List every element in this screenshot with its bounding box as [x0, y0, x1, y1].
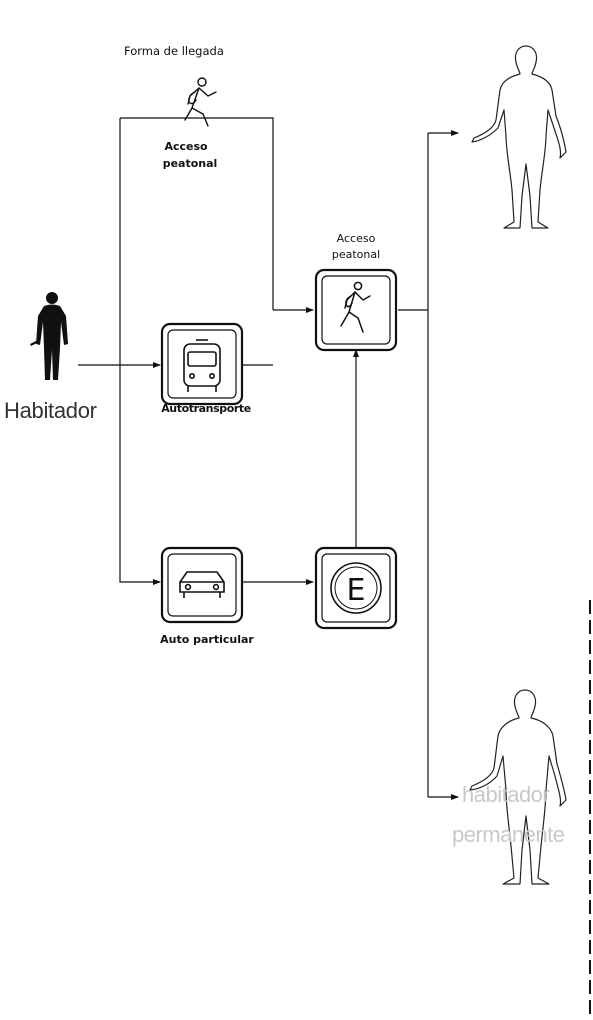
car-label: Auto particular [160, 633, 254, 646]
walking-person-top-icon [184, 77, 217, 127]
upper-destination-figure-icon [471, 45, 567, 229]
diagram-title: Forma de llegada [124, 44, 224, 58]
lower-destination-label-line1: habitador [462, 782, 550, 807]
pedestrian-access-main-label-line2: peatonal [331, 248, 381, 261]
pedestrian-access-top-label-line1: Acceso [164, 140, 208, 153]
parking-node: E [314, 546, 398, 630]
parking-e-label: E [347, 573, 366, 608]
parking-circle-icon [330, 562, 382, 614]
connector-top-bracket [120, 117, 274, 310]
bus-icon [183, 339, 221, 392]
car-icon [179, 571, 225, 598]
pedestrian-access-main-label-line1: Acceso [336, 232, 376, 245]
pedestrian-access-node [314, 268, 398, 352]
lower-destination-label-line2: permanente [452, 822, 565, 847]
pedestrian-access-top-label-line2: peatonal [162, 157, 218, 170]
habitador-label: Habitador [4, 398, 97, 423]
bus-node [160, 322, 244, 406]
habitador-figure-icon [30, 292, 68, 380]
connector-left-spine [119, 118, 161, 585]
walking-person-icon [340, 281, 371, 333]
connectors [78, 117, 459, 800]
bus-label: Autotransporte [161, 402, 251, 415]
lower-destination-figure-icon [469, 689, 567, 885]
car-node [160, 546, 244, 624]
